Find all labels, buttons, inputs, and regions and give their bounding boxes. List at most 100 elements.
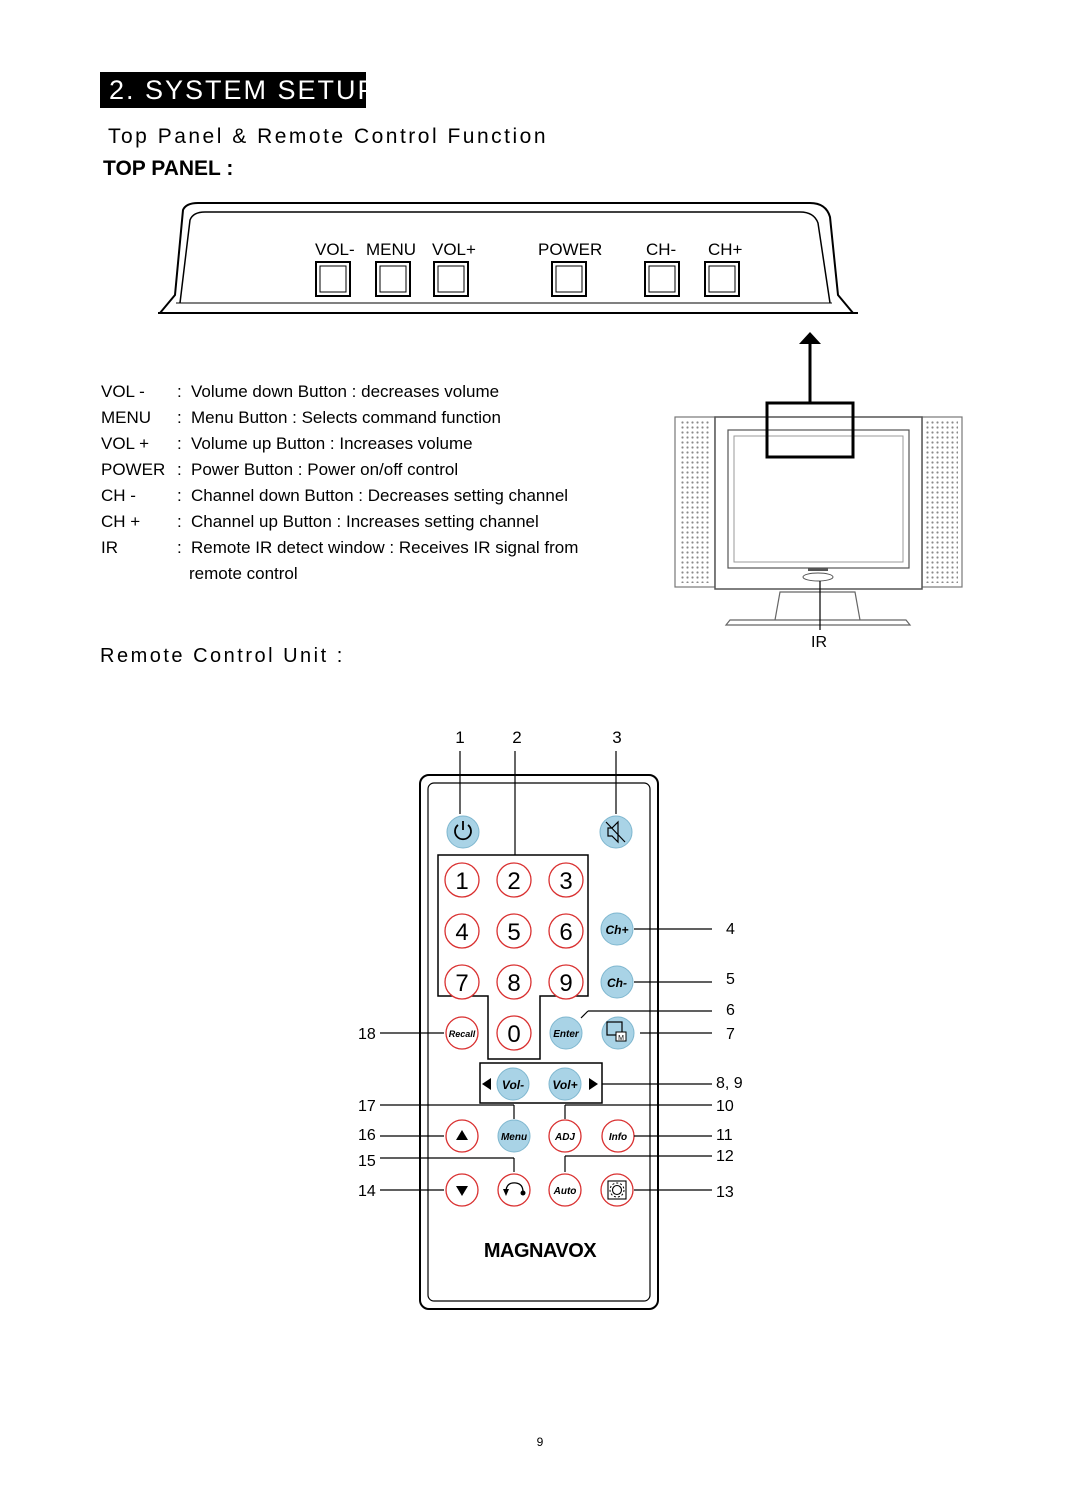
- enter-button[interactable]: Enter: [549, 1016, 583, 1050]
- triangle-right-icon: [589, 1078, 598, 1090]
- brand-logo: MAGNAVOX: [484, 1240, 597, 1262]
- top-panel-diagram: VOL- MENU VOL+ POWER CH- CH+: [158, 202, 858, 314]
- panel-button-power[interactable]: [551, 261, 587, 297]
- definition-desc: Channel up Button : Increases setting ch…: [191, 512, 539, 531]
- vol-minus-button[interactable]: Vol-: [496, 1067, 530, 1101]
- callout-10: 10: [716, 1098, 734, 1115]
- definition-term: VOL +: [101, 434, 150, 453]
- up-arrow-icon: [456, 1130, 468, 1140]
- section-header: 2. SYSTEM SETUP: [100, 72, 376, 108]
- tv-stand: [724, 619, 912, 626]
- svg-text:8: 8: [507, 970, 520, 997]
- panel-button-menu[interactable]: [375, 261, 411, 297]
- panel-label-vol-plus: VOL+: [432, 240, 476, 259]
- svg-text:ADJ: ADJ: [554, 1132, 575, 1143]
- svg-text:Auto: Auto: [553, 1186, 577, 1197]
- callout-5: 5: [726, 971, 735, 988]
- settings-button[interactable]: [600, 1173, 634, 1207]
- digit-button-2[interactable]: 2: [496, 862, 532, 898]
- power-button[interactable]: [446, 815, 480, 849]
- mute-button[interactable]: [599, 815, 633, 849]
- top-panel-heading: TOP PANEL :: [103, 157, 234, 180]
- callout-1: 1: [455, 728, 464, 747]
- auto-button[interactable]: Auto: [548, 1173, 582, 1207]
- svg-text:Vol+: Vol+: [552, 1078, 577, 1092]
- svg-text:7: 7: [455, 970, 468, 997]
- power-icon: [454, 824, 472, 841]
- svg-text:3: 3: [559, 868, 572, 895]
- info-button[interactable]: Info: [601, 1119, 635, 1153]
- ch-minus-button[interactable]: Ch-: [600, 965, 634, 999]
- callout-16: 16: [358, 1127, 376, 1144]
- svg-text:6: 6: [559, 919, 572, 946]
- callout-8-9: 8, 9: [716, 1075, 743, 1092]
- svg-text:Menu: Menu: [501, 1132, 527, 1143]
- top-panel-highlight: [765, 401, 855, 459]
- digit-button-8[interactable]: 8: [496, 964, 532, 1000]
- svg-text:2: 2: [507, 868, 520, 895]
- definition-desc: Menu Button : Selects command function: [191, 408, 501, 427]
- panel-label-ch-plus: CH+: [708, 240, 743, 259]
- callout-18: 18: [358, 1026, 376, 1043]
- callout-3: 3: [612, 728, 621, 747]
- remote-diagram: 1 2 3 1 2 3 4 5 6 7 8 9 0 Ch+ Ch- Recall…: [358, 728, 743, 1310]
- callout-7: 7: [726, 1026, 735, 1043]
- svg-text:5: 5: [507, 919, 520, 946]
- digit-button-1[interactable]: 1: [444, 862, 480, 898]
- menu-button[interactable]: Menu: [497, 1119, 531, 1153]
- gear-icon: [611, 1184, 623, 1196]
- callout-12: 12: [716, 1148, 734, 1165]
- digit-button-9[interactable]: 9: [548, 964, 584, 1000]
- digit-button-6[interactable]: 6: [548, 913, 584, 949]
- svg-text:0: 0: [507, 1021, 520, 1048]
- mute-icon: [605, 820, 626, 844]
- definition-desc: Power Button : Power on/off control: [191, 460, 459, 479]
- callout-2: 2: [512, 728, 521, 747]
- definition-term: CH +: [101, 512, 141, 531]
- callout-14: 14: [358, 1183, 376, 1200]
- digit-button-3[interactable]: 3: [548, 862, 584, 898]
- definition-term: IR: [101, 538, 118, 557]
- panel-button-vol-minus[interactable]: [315, 261, 351, 297]
- svg-text:1: 1: [455, 868, 468, 895]
- definition-desc: Volume down Button : decreases volume: [191, 382, 500, 401]
- definition-term: CH -: [101, 486, 136, 505]
- down-button[interactable]: [445, 1173, 479, 1207]
- return-icon: [503, 1182, 526, 1196]
- adj-button[interactable]: ADJ: [548, 1119, 582, 1153]
- triangle-left-icon: [482, 1078, 491, 1090]
- vol-plus-button[interactable]: Vol+: [548, 1067, 582, 1101]
- panel-label-menu: MENU: [366, 240, 416, 259]
- svg-text:Enter: Enter: [553, 1029, 580, 1040]
- ch-plus-button[interactable]: Ch+: [600, 912, 634, 946]
- return-button[interactable]: [497, 1173, 531, 1207]
- down-arrow-icon: [456, 1186, 468, 1196]
- svg-text:Info: Info: [609, 1132, 627, 1143]
- panel-button-ch-minus[interactable]: [644, 261, 680, 297]
- recall-button[interactable]: Recall: [445, 1016, 479, 1050]
- remote-heading: Remote Control Unit :: [100, 645, 345, 667]
- definition-desc-continuation: remote control: [189, 564, 298, 583]
- ir-window: [802, 572, 834, 582]
- up-button[interactable]: [445, 1119, 479, 1153]
- panel-button-vol-plus[interactable]: [433, 261, 469, 297]
- tv-diagram: IR: [674, 332, 963, 651]
- definition-term: POWER: [101, 460, 166, 479]
- digit-button-7[interactable]: 7: [444, 964, 480, 1000]
- callout-13: 13: [716, 1184, 734, 1201]
- svg-text:9: 9: [559, 970, 572, 997]
- definition-term: MENU: [101, 408, 152, 427]
- panel-label-ch-minus: CH-: [646, 240, 676, 259]
- mode-icon: [606, 1021, 623, 1036]
- svg-text:Vol-: Vol-: [502, 1078, 524, 1092]
- svg-text:Ch+: Ch+: [605, 923, 628, 937]
- panel-button-ch-plus[interactable]: [704, 261, 740, 297]
- definition-term: VOL -: [101, 382, 145, 401]
- mode-button[interactable]: M: [601, 1016, 635, 1050]
- digit-button-0[interactable]: 0: [496, 1015, 532, 1051]
- digit-button-4[interactable]: 4: [444, 913, 480, 949]
- panel-label-power: POWER: [538, 240, 602, 259]
- callout-4: 4: [726, 921, 735, 938]
- panel-label-vol-minus: VOL-: [315, 240, 355, 259]
- digit-button-5[interactable]: 5: [496, 913, 532, 949]
